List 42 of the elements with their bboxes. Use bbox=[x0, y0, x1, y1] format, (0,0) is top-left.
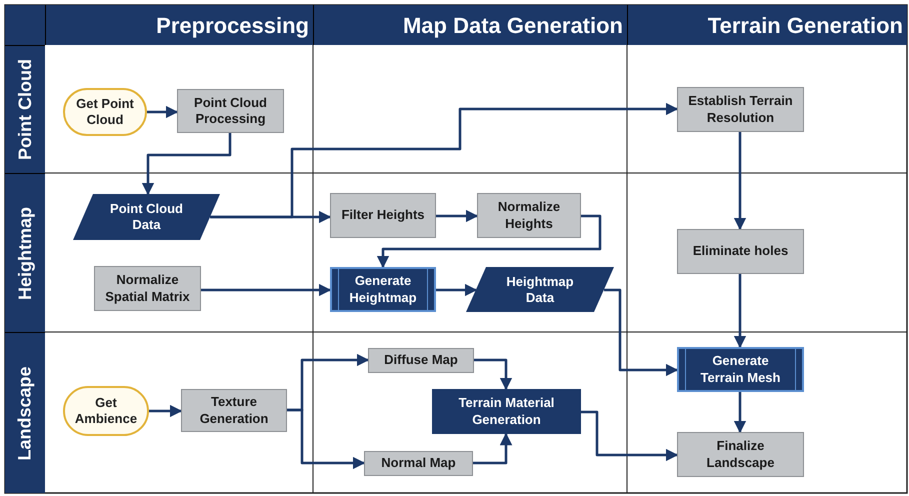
process-box: Texture Generation bbox=[181, 389, 287, 432]
process-box: Point Cloud Processing bbox=[177, 89, 284, 133]
arrow bbox=[436, 210, 478, 222]
process-box: Eliminate holes bbox=[677, 229, 804, 274]
process-box: Diffuse Map bbox=[368, 348, 474, 373]
lane-band bbox=[5, 173, 45, 332]
lane-label: Landscape bbox=[14, 366, 36, 460]
predefined-process-box: Generate Heightmap bbox=[330, 267, 436, 312]
arrow bbox=[581, 410, 678, 462]
arrow bbox=[734, 132, 746, 230]
arrow bbox=[287, 408, 366, 470]
process-box: Normalize Heights bbox=[477, 193, 581, 238]
arrow bbox=[376, 214, 602, 268]
predefined-process-box: Generate Terrain Mesh bbox=[677, 347, 804, 392]
lane-band bbox=[5, 45, 45, 173]
arrow bbox=[210, 210, 332, 224]
arrow bbox=[604, 288, 678, 376]
start-terminal: Get Ambience bbox=[63, 386, 149, 436]
arrow bbox=[436, 284, 478, 296]
lane-header: Map Data Generation bbox=[313, 5, 627, 45]
process-box: Normalize Spatial Matrix bbox=[94, 266, 201, 311]
start-terminal: Get Point Cloud bbox=[63, 88, 147, 136]
data-label: Point Cloud Data bbox=[109, 200, 184, 234]
process-box: Terrain Material Generation bbox=[432, 389, 581, 434]
arrow bbox=[473, 432, 512, 464]
lane-label: Heightmap bbox=[14, 206, 36, 300]
arrow bbox=[474, 358, 512, 390]
lane-label: Point Cloud bbox=[14, 59, 36, 160]
process-box: Normal Map bbox=[364, 451, 473, 476]
process-box: Establish Terrain Resolution bbox=[677, 87, 804, 132]
arrow bbox=[734, 274, 746, 348]
arrow bbox=[734, 392, 746, 434]
lane-header: Terrain Generation bbox=[627, 5, 907, 45]
arrow bbox=[147, 106, 178, 118]
data-label: Heightmap Data bbox=[505, 273, 575, 306]
lane-band bbox=[5, 332, 45, 493]
arrow bbox=[201, 284, 332, 296]
arrow bbox=[142, 133, 232, 196]
process-box: Finalize Landscape bbox=[677, 432, 804, 477]
arrow bbox=[149, 404, 182, 418]
process-box: Filter Heights bbox=[330, 193, 436, 238]
lane-header: Preprocessing bbox=[45, 5, 313, 45]
